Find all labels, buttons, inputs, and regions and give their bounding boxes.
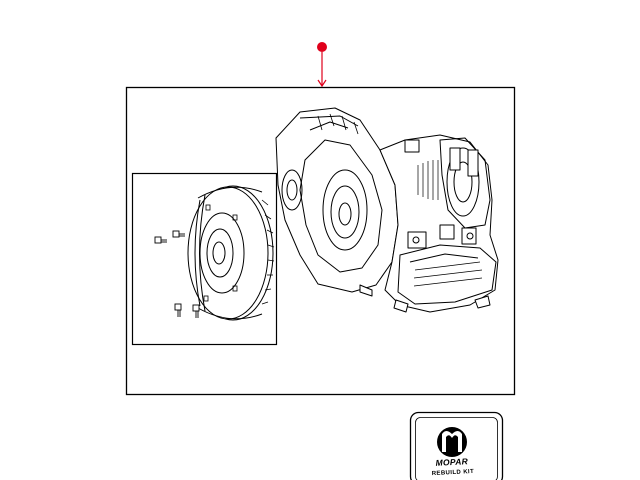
callout-marker[interactable] (317, 42, 327, 88)
bolt-3 (174, 303, 182, 317)
assembly-frame (125, 86, 516, 396)
bolt-group[interactable] (154, 230, 200, 318)
mopar-logo (437, 427, 467, 457)
kit-brand-text: MOPAR (435, 456, 469, 468)
rebuild-kit-badge[interactable]: MOPAR REBUILD KIT (409, 411, 504, 480)
bolt-2 (172, 230, 185, 238)
inset-frame (131, 172, 278, 346)
transmission-assembly-drawing[interactable] (275, 107, 499, 313)
torque-converter-drawing[interactable] (187, 185, 275, 321)
bolt-4 (192, 304, 200, 318)
kit-caption-text: REBUILD KIT (432, 469, 475, 477)
bolt-1 (154, 236, 167, 244)
